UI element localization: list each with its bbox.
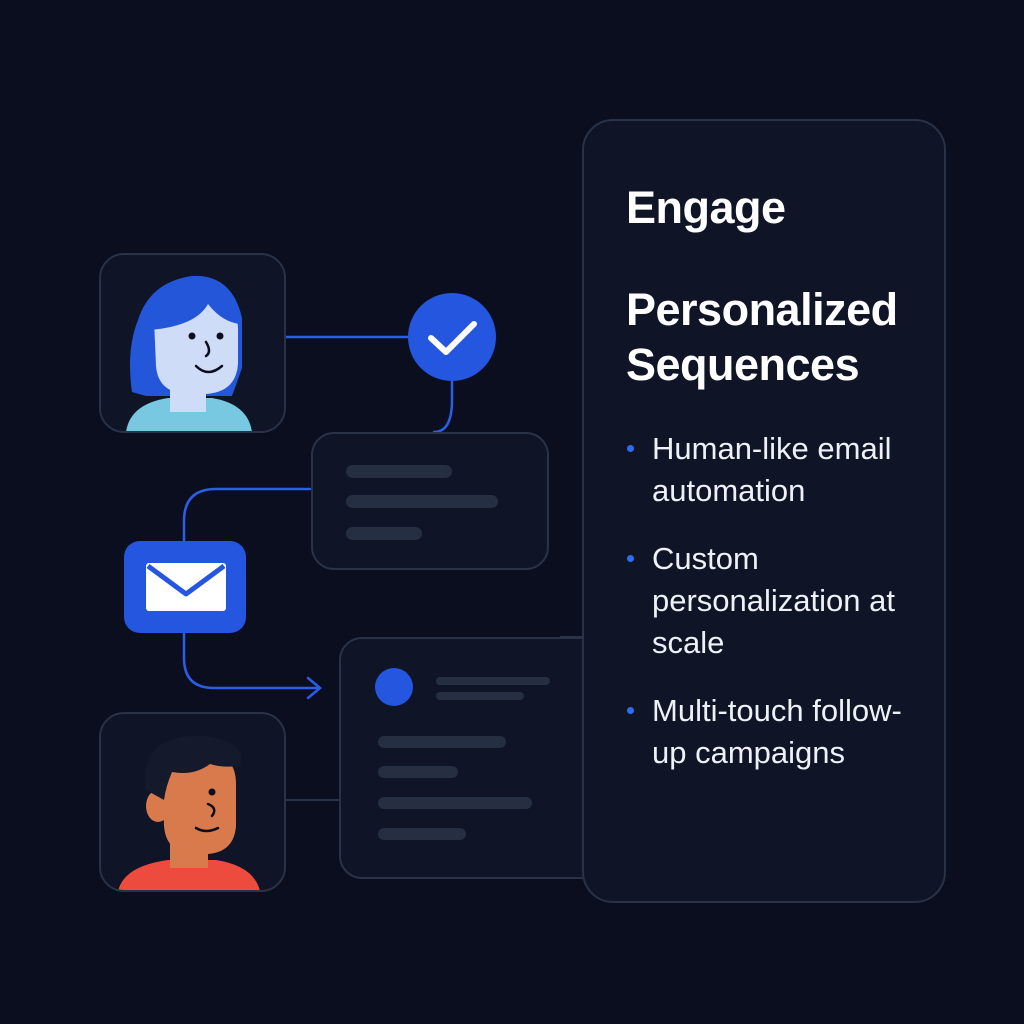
message-card-bottom xyxy=(339,637,611,879)
skeleton-line xyxy=(378,736,506,748)
feature-text: Human-like email automation xyxy=(652,431,892,508)
skeleton-line xyxy=(436,692,524,700)
skeleton-line xyxy=(346,495,498,508)
info-panel-content: Engage Personalized Sequences Human-like… xyxy=(626,180,926,800)
check-badge xyxy=(408,293,496,381)
arrow-head xyxy=(306,676,322,700)
avatar-woman xyxy=(99,253,286,433)
mail-icon xyxy=(146,563,226,611)
connector-check-to-card xyxy=(432,372,454,434)
feature-item: Custom personalization at scale xyxy=(626,538,922,664)
skeleton-line xyxy=(378,797,532,809)
bullet-dot xyxy=(627,707,634,714)
panel-subheading: Personalized Sequences xyxy=(626,284,898,390)
sender-dot xyxy=(375,668,413,706)
bullet-dot xyxy=(627,555,634,562)
skeleton-line xyxy=(346,465,452,478)
woman-avatar-icon xyxy=(126,275,252,431)
skeleton-line xyxy=(436,677,550,685)
bullet-dot xyxy=(627,445,634,452)
info-panel xyxy=(582,119,946,903)
skeleton-line xyxy=(378,828,466,840)
feature-item: Multi-touch follow-up campaigns xyxy=(626,690,922,774)
man-avatar-icon xyxy=(118,735,260,890)
check-icon xyxy=(428,321,477,355)
skeleton-line xyxy=(378,766,458,778)
message-card-top xyxy=(311,432,549,570)
panel-heading: Engage xyxy=(626,182,786,233)
mail-badge xyxy=(124,541,246,633)
feature-list: Human-like email automation Custom perso… xyxy=(626,428,926,774)
avatar-man xyxy=(99,712,286,892)
feature-text: Multi-touch follow-up campaigns xyxy=(652,693,902,770)
feature-item: Human-like email automation xyxy=(626,428,922,512)
connectors xyxy=(182,335,454,700)
connector-card-to-mail xyxy=(182,487,312,543)
connector-mail-to-card xyxy=(182,631,320,690)
skeleton-line xyxy=(346,527,422,540)
feature-text: Custom personalization at scale xyxy=(652,541,895,660)
